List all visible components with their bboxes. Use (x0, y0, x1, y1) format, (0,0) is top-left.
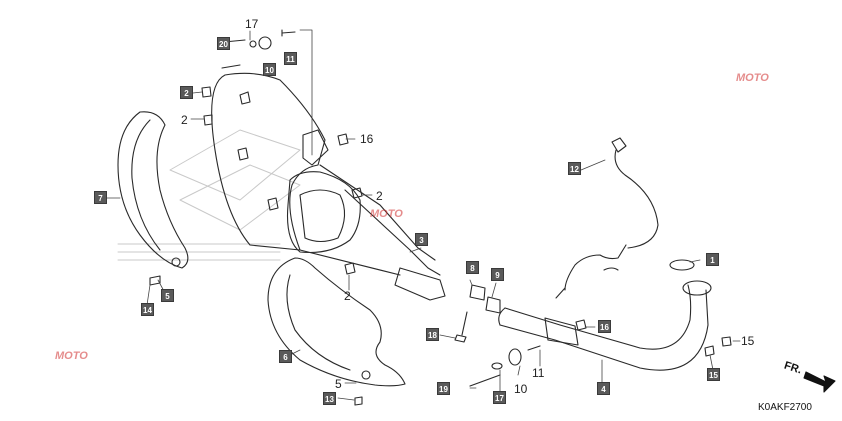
callout-6: 6 (279, 350, 292, 363)
callout-13: 13 (323, 392, 336, 405)
callout-9: 9 (491, 268, 504, 281)
heat-shield-6 (267, 257, 406, 387)
callout-plain-16: 16 (360, 132, 374, 146)
watermark-top-right: MOTO (736, 72, 769, 84)
callout-18: 18 (426, 328, 439, 341)
callout-4: 4 (597, 382, 610, 395)
callout-20: 20 (217, 37, 230, 50)
leader-lines (106, 29, 741, 401)
callout-19: 19 (437, 382, 450, 395)
callout-12: 12 (568, 162, 581, 175)
o2-sensor-wire-12 (555, 137, 659, 299)
callout-plain-11: 11 (532, 366, 545, 380)
callout-14: 14 (141, 303, 154, 316)
heat-shield-7 (117, 111, 189, 269)
callout-16: 16 (598, 320, 611, 333)
muffler-body (211, 72, 446, 301)
callout-8: 8 (466, 261, 479, 274)
callout-1: 1 (706, 253, 719, 266)
hardware (149, 29, 732, 406)
callout-plain-2-mid: 2 (376, 189, 383, 203)
callout-plain-15: 15 (741, 334, 755, 348)
callout-17: 17 (493, 391, 506, 404)
callout-2: 2 (180, 86, 193, 99)
callout-3: 3 (415, 233, 428, 246)
callout-plain-10: 10 (514, 382, 528, 396)
watermark-bottom-left: MOTO (55, 350, 88, 362)
callout-plain-17: 17 (245, 17, 259, 31)
callout-plain-5: 5 (335, 377, 342, 391)
callout-plain-2-left: 2 (181, 113, 188, 127)
watermark-center: MOTO (370, 208, 403, 220)
background-brand-artwork (117, 129, 301, 261)
callout-11: 11 (284, 52, 297, 65)
callout-plain-2-low: 2 (344, 289, 351, 303)
front-arrow-icon (803, 371, 836, 393)
callout-10: 10 (263, 63, 276, 76)
callout-7: 7 (94, 191, 107, 204)
callout-5: 5 (161, 289, 174, 302)
callout-15: 15 (707, 368, 720, 381)
drawing-code: K0AKF2700 (758, 402, 812, 413)
exhaust-pipe-4 (498, 259, 712, 371)
